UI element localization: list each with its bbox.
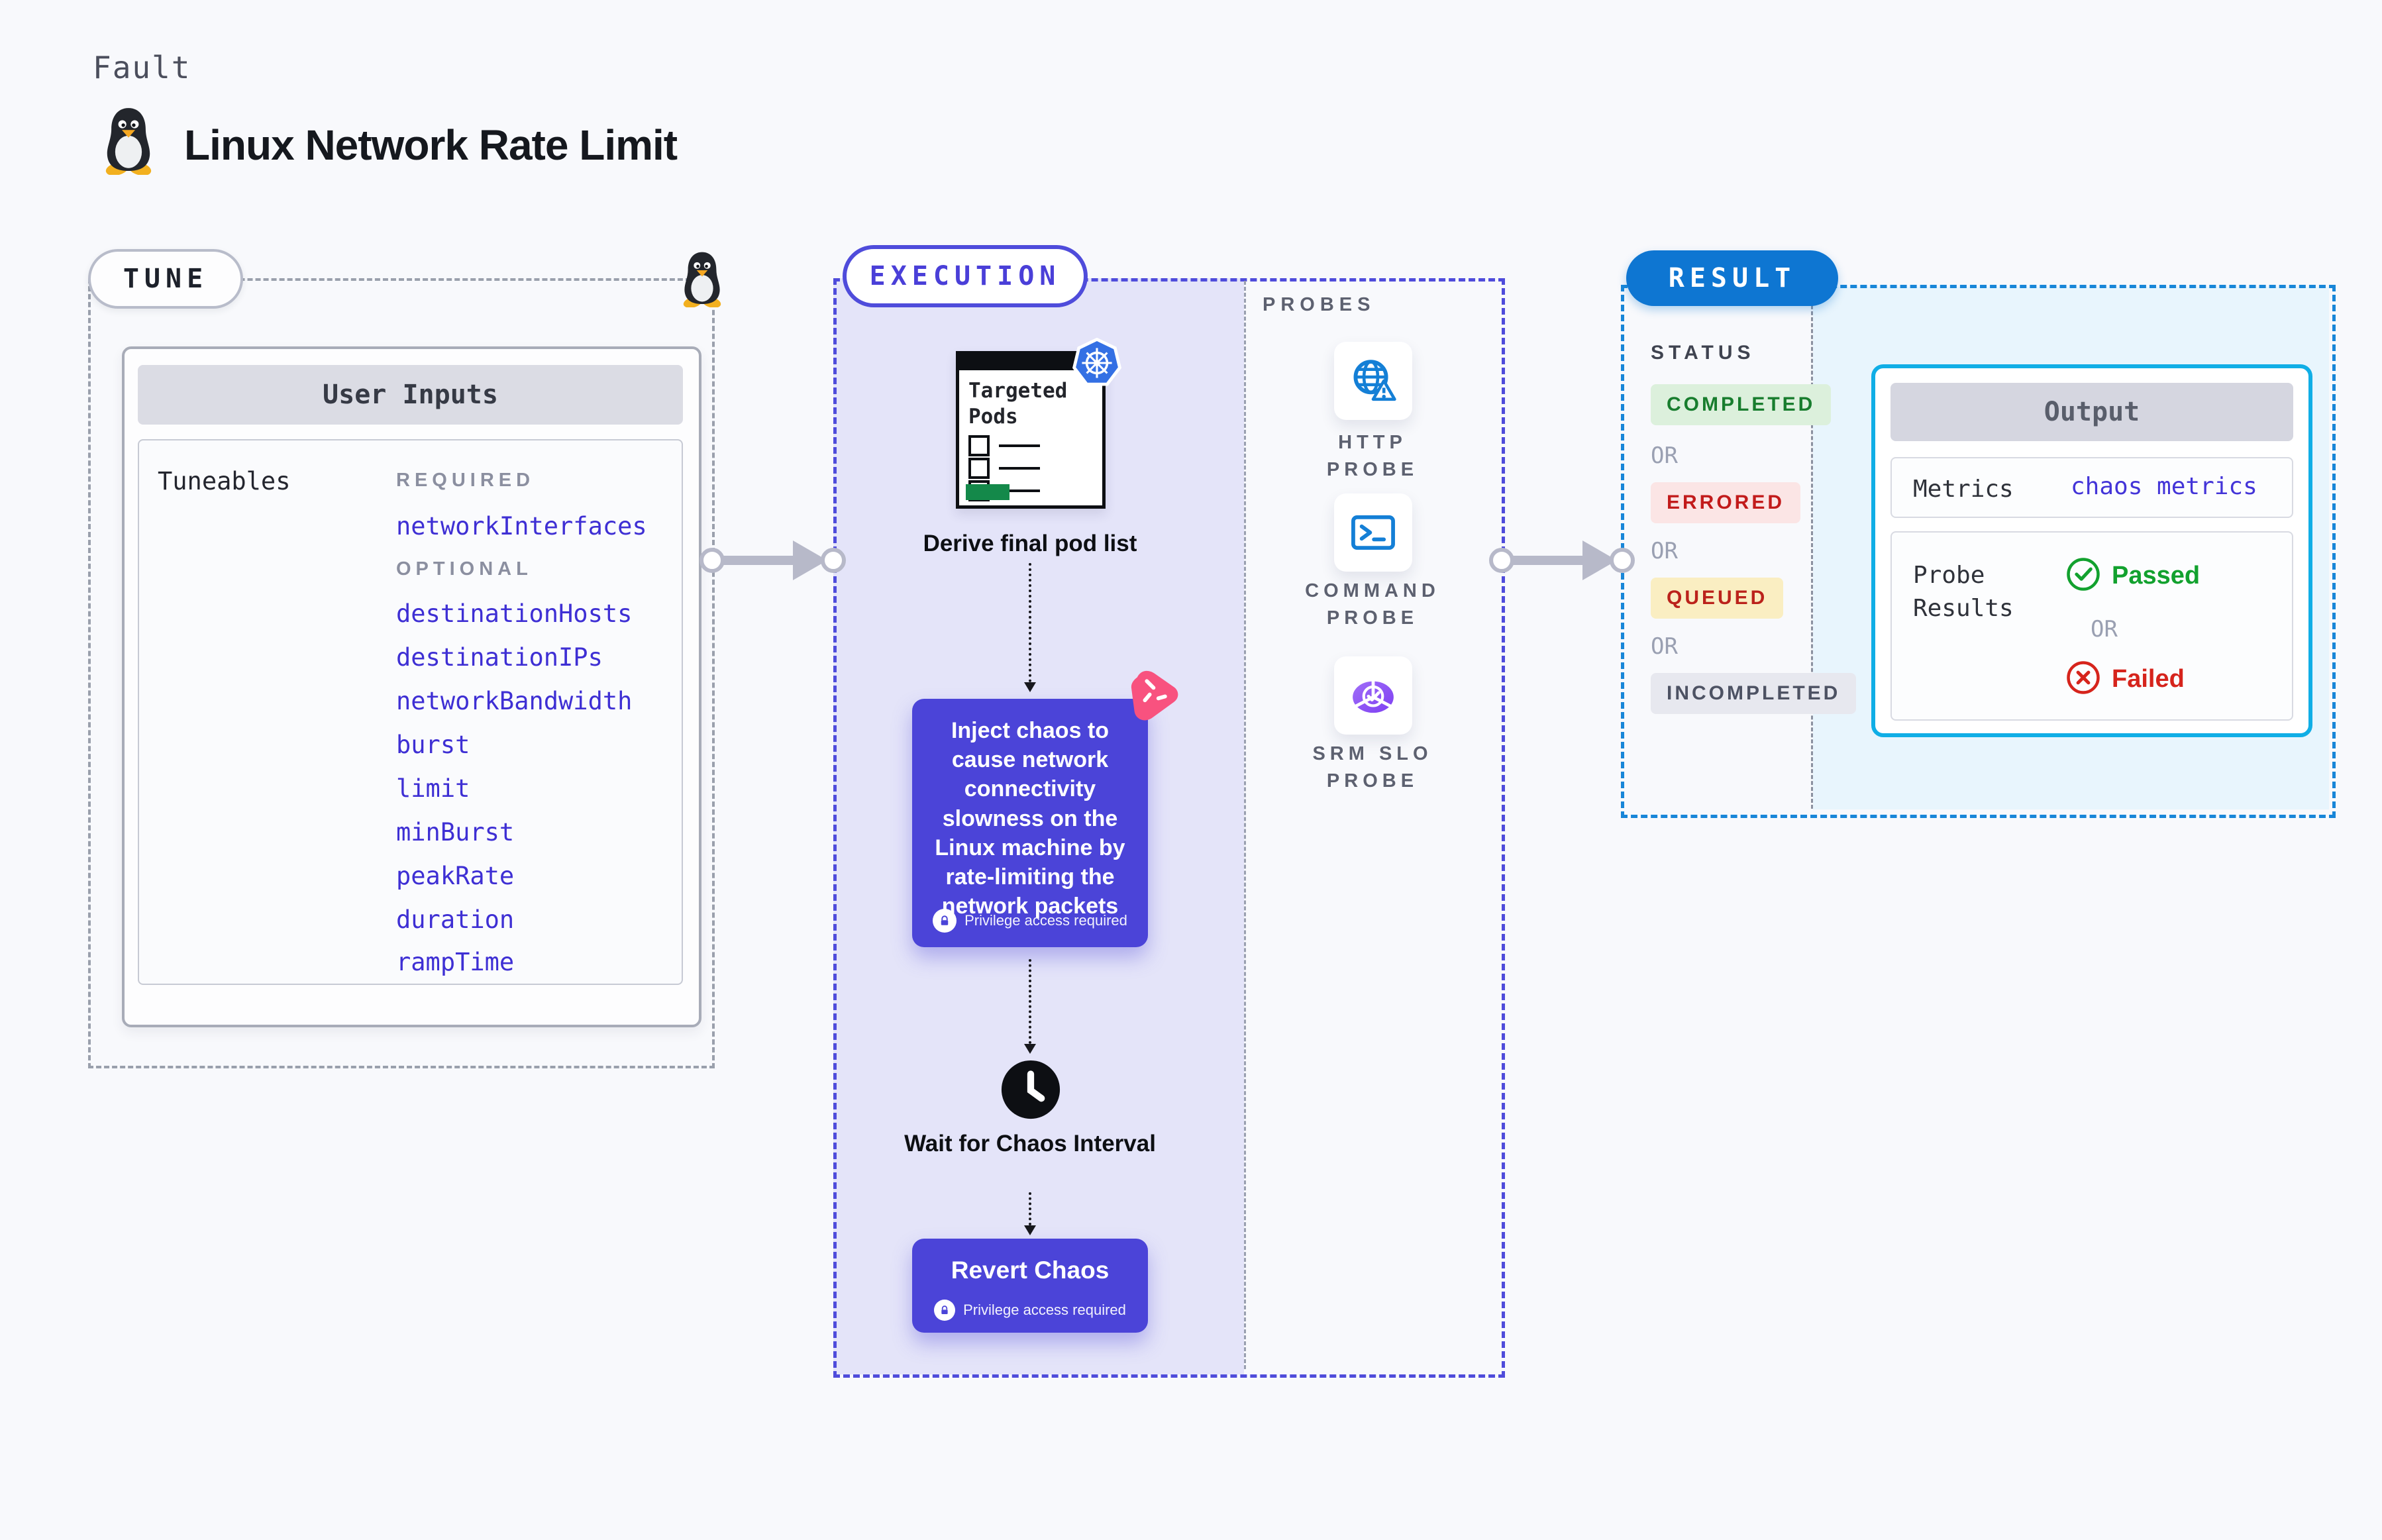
kubernetes-icon: [1072, 338, 1122, 386]
failed-label: Failed: [2112, 665, 2185, 693]
or-label: OR: [1651, 538, 1678, 564]
targeted-pods-card: Targeted Pods: [956, 351, 1106, 509]
tune-badge: TUNE: [88, 249, 243, 309]
derive-pod-list-label: Derive final pod list: [923, 531, 1137, 556]
tuneables-panel: Tuneables REQUIRED networkInterfaces OPT…: [138, 439, 683, 985]
tuneable-link[interactable]: destinationIPs: [396, 643, 603, 672]
user-inputs-card: User Inputs Tuneables REQUIRED networkIn…: [122, 346, 701, 1027]
flow-arrowhead: [1024, 1225, 1036, 1235]
tuneable-link[interactable]: destinationHosts: [396, 599, 633, 628]
or-label: OR: [1651, 633, 1678, 660]
wait-interval-label: Wait for Chaos Interval: [904, 1131, 1156, 1156]
connector-node: [1489, 548, 1514, 573]
tuneable-link[interactable]: burst: [396, 731, 470, 759]
x-circle-icon: [2067, 661, 2100, 694]
status-badge-incompleted: INCOMPLETED: [1651, 673, 1857, 714]
probe-results-label: Probe Results: [1913, 562, 2014, 623]
connector-node: [699, 548, 725, 573]
revert-chaos-label: Revert Chaos: [951, 1257, 1110, 1284]
fault-kicker: Fault: [93, 50, 191, 85]
status-label: STATUS: [1651, 342, 1755, 364]
or-label: OR: [2091, 616, 2118, 642]
connector-node: [1610, 548, 1635, 573]
status-badge-errored: ERRORED: [1651, 482, 1801, 523]
http-probe-card: [1334, 342, 1412, 420]
inject-chaos-step: Inject chaos to cause network connectivi…: [912, 699, 1148, 947]
metrics-label: Metrics: [1913, 476, 2014, 503]
status-badge-queued: QUEUED: [1651, 578, 1784, 619]
tuneable-link[interactable]: peakRate: [396, 862, 515, 890]
tuneable-link[interactable]: limit: [396, 774, 470, 803]
tuneable-link[interactable]: networkInterfaces: [396, 512, 647, 540]
chaos-pink-icon: [1131, 670, 1178, 721]
tuneable-link[interactable]: networkBandwidth: [396, 687, 633, 715]
http-probe-label: HTTP PROBE: [1326, 432, 1419, 480]
terminal-icon: [1351, 515, 1395, 550]
lock-icon: [934, 1300, 956, 1321]
tuneable-link[interactable]: duration: [396, 905, 515, 934]
tune-frame: [88, 278, 715, 1068]
execution-to-result-arrow: [1502, 556, 1582, 565]
probe-results-row: Probe Results Passed OR Failed: [1890, 531, 2293, 721]
revert-chaos-step: Revert Chaos Privilege access required: [912, 1239, 1148, 1333]
command-probe-label: COMMAND PROBE: [1305, 580, 1440, 629]
inject-chaos-text: Inject chaos to cause network connectivi…: [935, 718, 1125, 919]
linux-penguin-icon-small: [683, 252, 721, 307]
execution-probes-frame: [833, 278, 1505, 1378]
tuneable-link[interactable]: minBurst: [396, 818, 515, 847]
privilege-label: Privilege access required: [964, 912, 1127, 929]
or-label: OR: [1651, 442, 1678, 469]
page-title: Linux Network Rate Limit: [184, 121, 678, 169]
passed-label: Passed: [2112, 562, 2201, 590]
output-title: Output: [1890, 383, 2293, 441]
slo-gauge-check-icon: [1353, 678, 1394, 713]
flow-arrow: [1029, 563, 1031, 682]
flow-arrow: [1029, 1192, 1031, 1225]
privilege-note: Privilege access required: [912, 1300, 1148, 1321]
execution-probes-divider: [1244, 281, 1246, 1369]
execution-badge: EXECUTION: [843, 245, 1088, 307]
targeted-pods-title: Targeted Pods: [968, 379, 1068, 429]
flow-arrowhead: [1024, 682, 1036, 692]
check-circle-icon: [2067, 558, 2100, 591]
status-badge-completed: COMPLETED: [1651, 384, 1832, 425]
srm-slo-probe-label: SRM SLO PROBE: [1312, 743, 1433, 792]
clock-icon: [1001, 1060, 1061, 1119]
tune-to-execution-arrow: [712, 556, 793, 565]
user-inputs-title: User Inputs: [138, 365, 683, 425]
chaos-metrics-link[interactable]: chaos metrics: [2071, 473, 2257, 500]
flow-arrow: [1029, 959, 1031, 1044]
privilege-label: Privilege access required: [963, 1302, 1126, 1318]
globe-warning-icon: [1353, 360, 1396, 401]
required-label: REQUIRED: [396, 470, 535, 491]
srm-slo-probe-card: [1334, 656, 1412, 735]
optional-label: OPTIONAL: [396, 558, 533, 580]
lock-icon: [933, 909, 957, 933]
tuneables-label: Tuneables: [158, 467, 291, 495]
privilege-note: Privilege access required: [912, 909, 1148, 933]
connector-node: [821, 548, 846, 573]
tuneable-link[interactable]: rampTime: [396, 948, 515, 976]
linux-penguin-icon: [105, 108, 152, 175]
command-probe-card: [1334, 493, 1412, 572]
result-badge: RESULT: [1626, 250, 1838, 306]
metrics-row: Metrics chaos metrics: [1890, 457, 2293, 518]
output-card: Output Metrics chaos metrics Probe Resul…: [1871, 364, 2312, 737]
probes-section-label: PROBES: [1263, 294, 1376, 315]
flow-arrowhead: [1024, 1044, 1036, 1054]
result-divider: [1811, 287, 1813, 809]
